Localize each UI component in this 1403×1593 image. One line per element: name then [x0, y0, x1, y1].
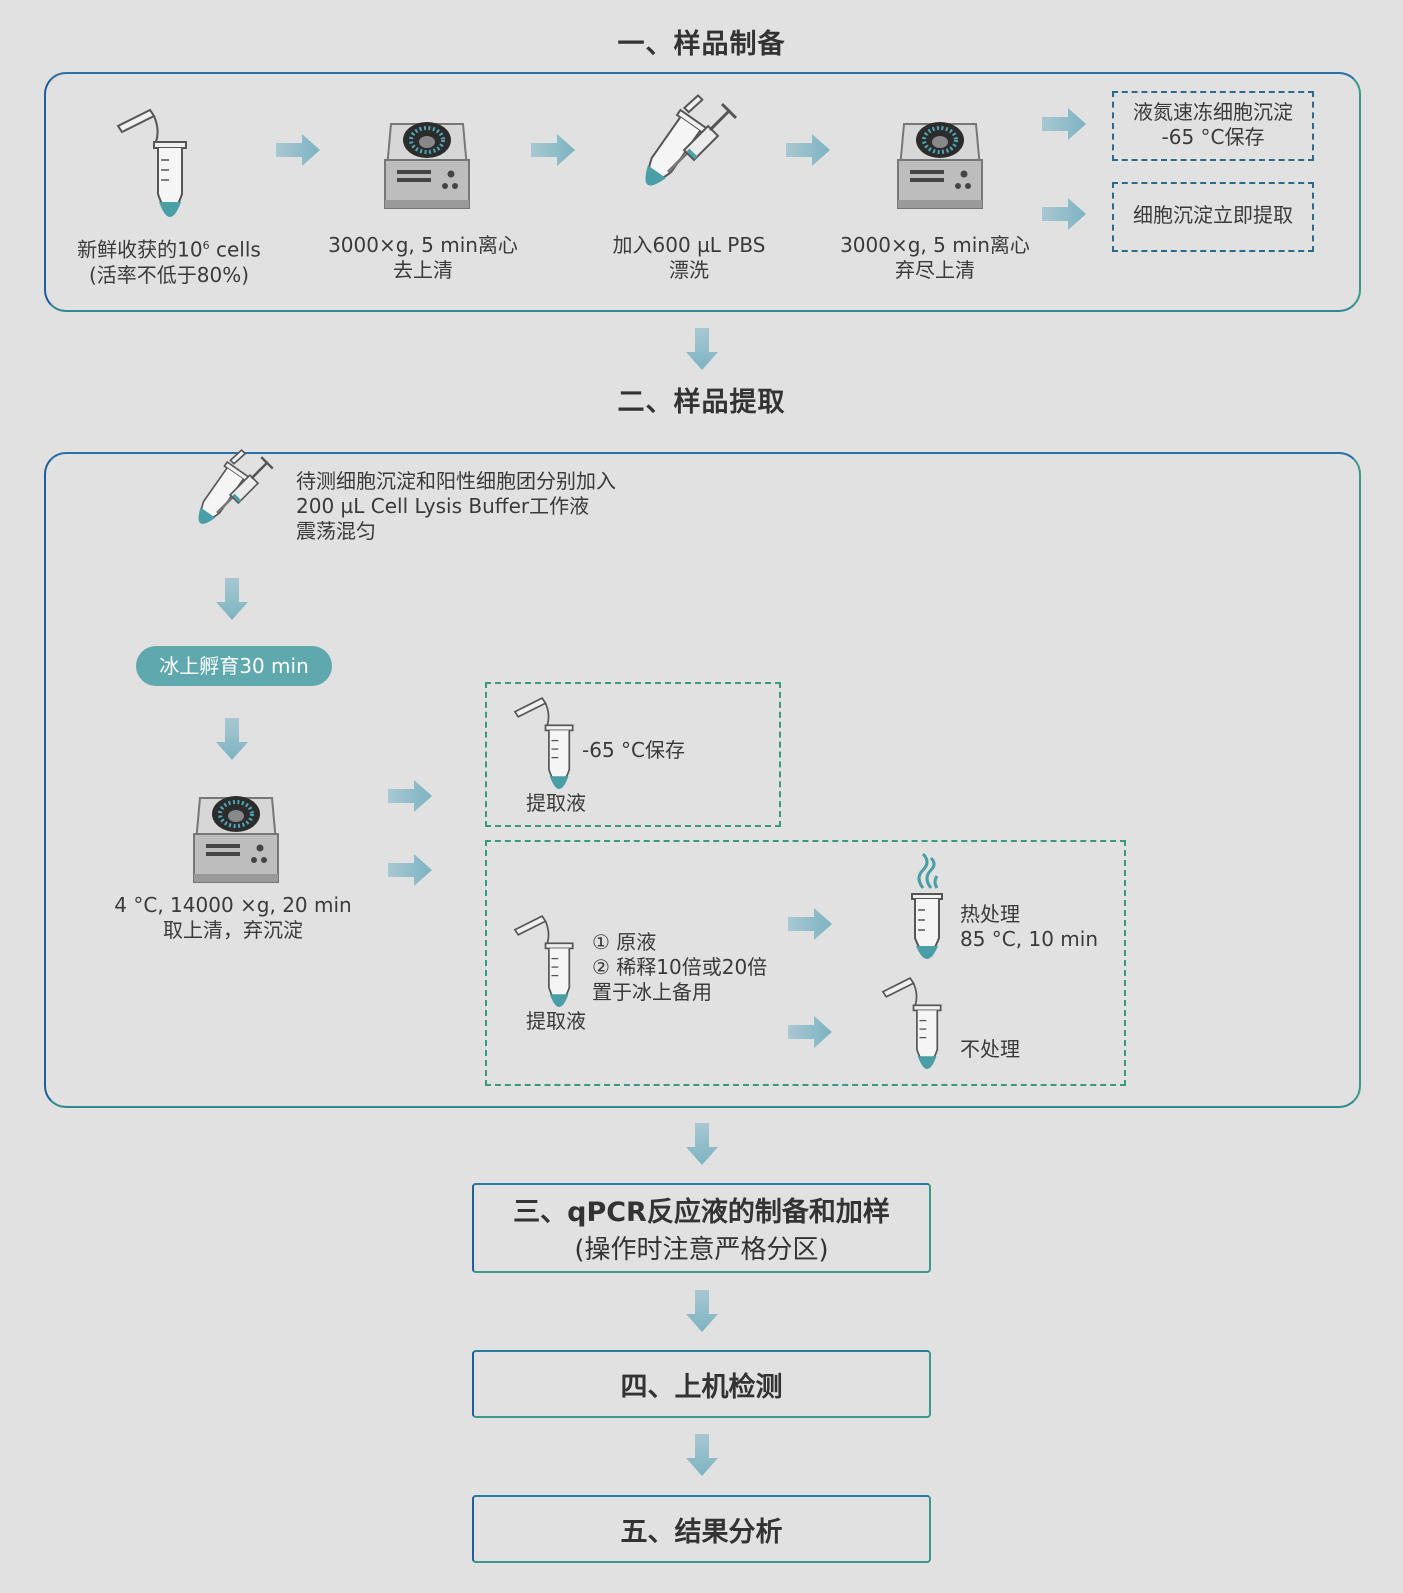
down-arrow-icon	[686, 1290, 718, 1332]
heated-tube-icon	[911, 852, 943, 959]
qpcr-prep-step: 三、qPCR反应液的制备和加样 (操作时注意严格分区)	[472, 1183, 931, 1273]
sample-prep-panel	[44, 72, 1361, 312]
centrifuge-icon	[192, 794, 280, 884]
extract-now-option-label: 细胞沉淀立即提取	[1133, 203, 1293, 227]
right-arrow-icon	[1042, 198, 1086, 230]
section2-title: 二、样品提取	[617, 387, 786, 418]
tube-icon	[514, 915, 574, 1008]
step-centrifuge-1-label: 3000×g, 5 min离心去上清	[328, 233, 518, 282]
down-arrow-icon	[216, 578, 248, 620]
add-lysis-buffer-label: 待测细胞沉淀和阳性细胞团分别加入 200 µL Cell Lysis Buffe…	[296, 469, 616, 543]
right-arrow-icon	[276, 134, 320, 166]
tube-icon	[882, 977, 942, 1070]
right-arrow-icon	[788, 1016, 832, 1048]
store-extract-box	[485, 682, 781, 827]
down-arrow-icon	[686, 328, 718, 370]
right-arrow-icon	[531, 134, 575, 166]
instrument-detection-step: 四、上机检测	[472, 1350, 931, 1418]
down-arrow-icon	[686, 1123, 718, 1165]
centrifuge-icon	[383, 120, 471, 210]
right-arrow-icon	[786, 134, 830, 166]
extract-tube-label: 提取液	[526, 791, 586, 815]
extract-tube-label: 提取液	[526, 1009, 586, 1033]
pipette-tube-icon	[632, 90, 738, 196]
down-arrow-icon	[216, 718, 248, 760]
sample-extract-panel	[44, 452, 1361, 1108]
centrifuge-icon	[896, 120, 984, 210]
dilution-options-label: ① 原液 ② 稀释10倍或20倍 置于冰上备用	[592, 930, 768, 1004]
section1-title: 一、样品制备	[617, 29, 786, 60]
step-centrifuge-2-label: 3000×g, 5 min离心弃尽上清	[840, 233, 1030, 282]
freeze-option-label: 液氮速冻细胞沉淀-65 °C保存	[1133, 100, 1293, 149]
extract-now-option-box	[1112, 182, 1314, 252]
store-temp-label: -65 °C保存	[582, 738, 685, 762]
process-extract-box	[485, 840, 1126, 1086]
no-treatment-label: 不处理	[960, 1037, 1020, 1061]
pipette-tube-icon	[187, 445, 275, 533]
right-arrow-icon	[388, 780, 432, 812]
freeze-option-box	[1112, 91, 1314, 161]
incubate-on-ice-badge: 冰上孵育30 min	[136, 646, 332, 686]
result-analysis-step: 五、结果分析	[472, 1495, 931, 1563]
right-arrow-icon	[788, 908, 832, 940]
down-arrow-icon	[686, 1434, 718, 1476]
right-arrow-icon	[388, 854, 432, 886]
right-arrow-icon	[1042, 108, 1086, 140]
step-fresh-cells-label: 新鲜收获的106 cells (活率不低于80%)	[77, 237, 261, 287]
tube-icon	[117, 109, 187, 218]
tube-icon	[514, 697, 574, 790]
